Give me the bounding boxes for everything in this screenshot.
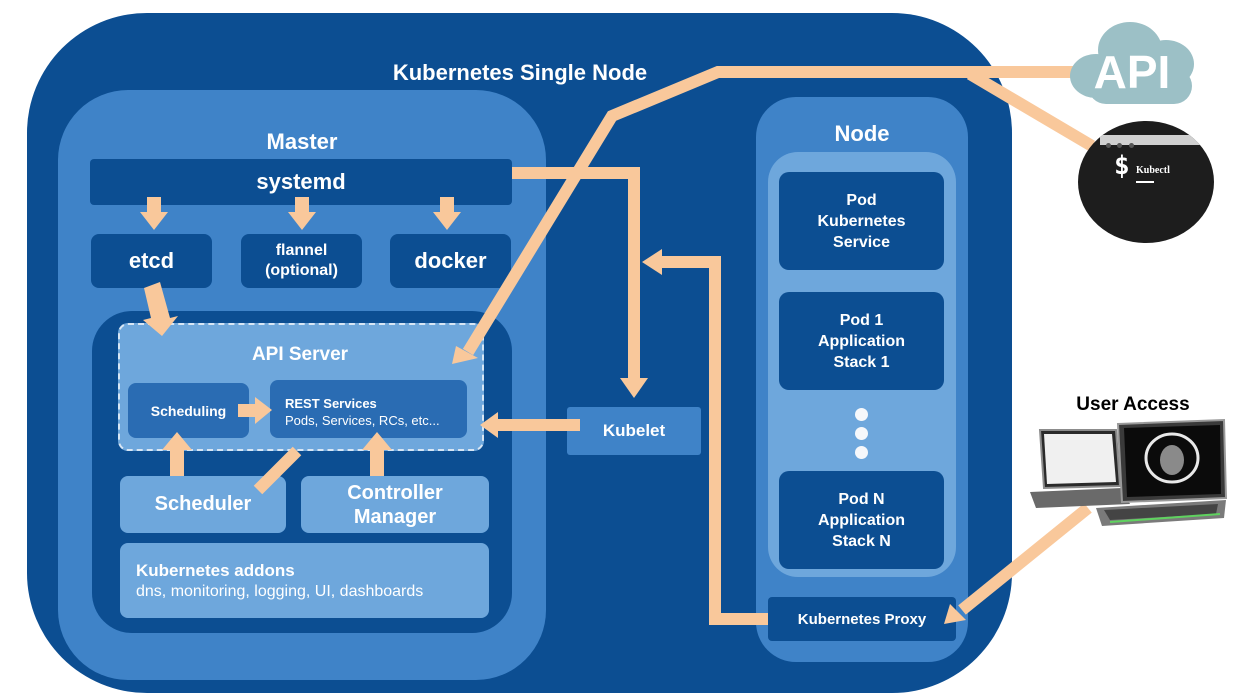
pod-1-application: Pod 1 Application Stack 1 [779, 292, 944, 390]
pod-kubernetes-service: Pod Kubernetes Service [779, 172, 944, 270]
proxy-to-kubelet-arrowhead [642, 249, 662, 275]
ellipsis-dots [846, 408, 876, 465]
terminal-prompt: $ [1114, 151, 1130, 181]
flannel-box: flannel (optional) [241, 234, 362, 288]
api-cloud-label: API [1093, 46, 1171, 98]
api-server-label: API Server [251, 344, 349, 365]
systemd-to-etcd-arrow [140, 197, 168, 230]
controller-manager-box: Controller Manager [301, 476, 489, 533]
rest-services-box: REST Services Pods, Services, RCs, etc..… [270, 380, 467, 438]
node-label: Node [834, 121, 890, 146]
systemd-to-docker-arrow [433, 197, 461, 230]
scheduler-up-arrow [162, 432, 192, 476]
api-cloud-icon [1070, 22, 1194, 104]
kubelet-box: Kubelet [567, 407, 701, 455]
terminal-titlebar [1100, 135, 1214, 148]
user-to-proxy-arrowhead [944, 604, 966, 624]
kubectl-terminal-icon: $ Kubectl [1078, 121, 1214, 243]
master-label: Master [266, 129, 338, 154]
addons-title: Kubernetes addons [136, 561, 295, 580]
etcd-box: etcd [91, 234, 212, 288]
terminal-cursor [1136, 181, 1154, 183]
api-to-apiserver-arrowhead [452, 346, 478, 364]
api-to-apiserver-arrow [462, 66, 1075, 356]
cloud-to-kubectl-arrow [966, 68, 1096, 152]
user-to-proxy-arrow [958, 503, 1092, 615]
laptops-icon [1030, 418, 1228, 526]
kubelet-to-api-arrowhead [480, 412, 498, 438]
scheduling-box: Scheduling [128, 383, 249, 438]
etcd-to-api-arrow [143, 282, 178, 336]
user-access-label: User Access [1076, 394, 1190, 415]
diagram-title: Kubernetes Single Node [392, 60, 648, 85]
scheduler-box: Scheduler [120, 476, 286, 533]
addons-box: Kubernetes addons dns, monitoring, loggi… [120, 543, 489, 618]
scheduling-to-rest-arrow [238, 397, 272, 424]
pod-n-application: Pod N Application Stack N [779, 471, 944, 569]
systemd-to-flannel-arrow [288, 197, 316, 230]
addons-subtitle: dns, monitoring, logging, UI, dashboards [136, 583, 424, 600]
systemd-to-kubelet-arrow [512, 167, 640, 380]
kubernetes-proxy-box: Kubernetes Proxy [768, 597, 956, 641]
proxy-to-kubelet-arrow [660, 256, 768, 625]
rest-services-subtitle: Pods, Services, RCs, etc... [285, 413, 440, 428]
terminal-kubectl-label: Kubectl [1136, 165, 1170, 176]
scheduler-to-rest-arrow [253, 446, 302, 495]
docker-box: docker [390, 234, 511, 288]
rest-services-title: REST Services [285, 396, 377, 411]
controller-up-arrow [362, 432, 392, 476]
systemd-to-kubelet-arrowhead [620, 378, 648, 398]
